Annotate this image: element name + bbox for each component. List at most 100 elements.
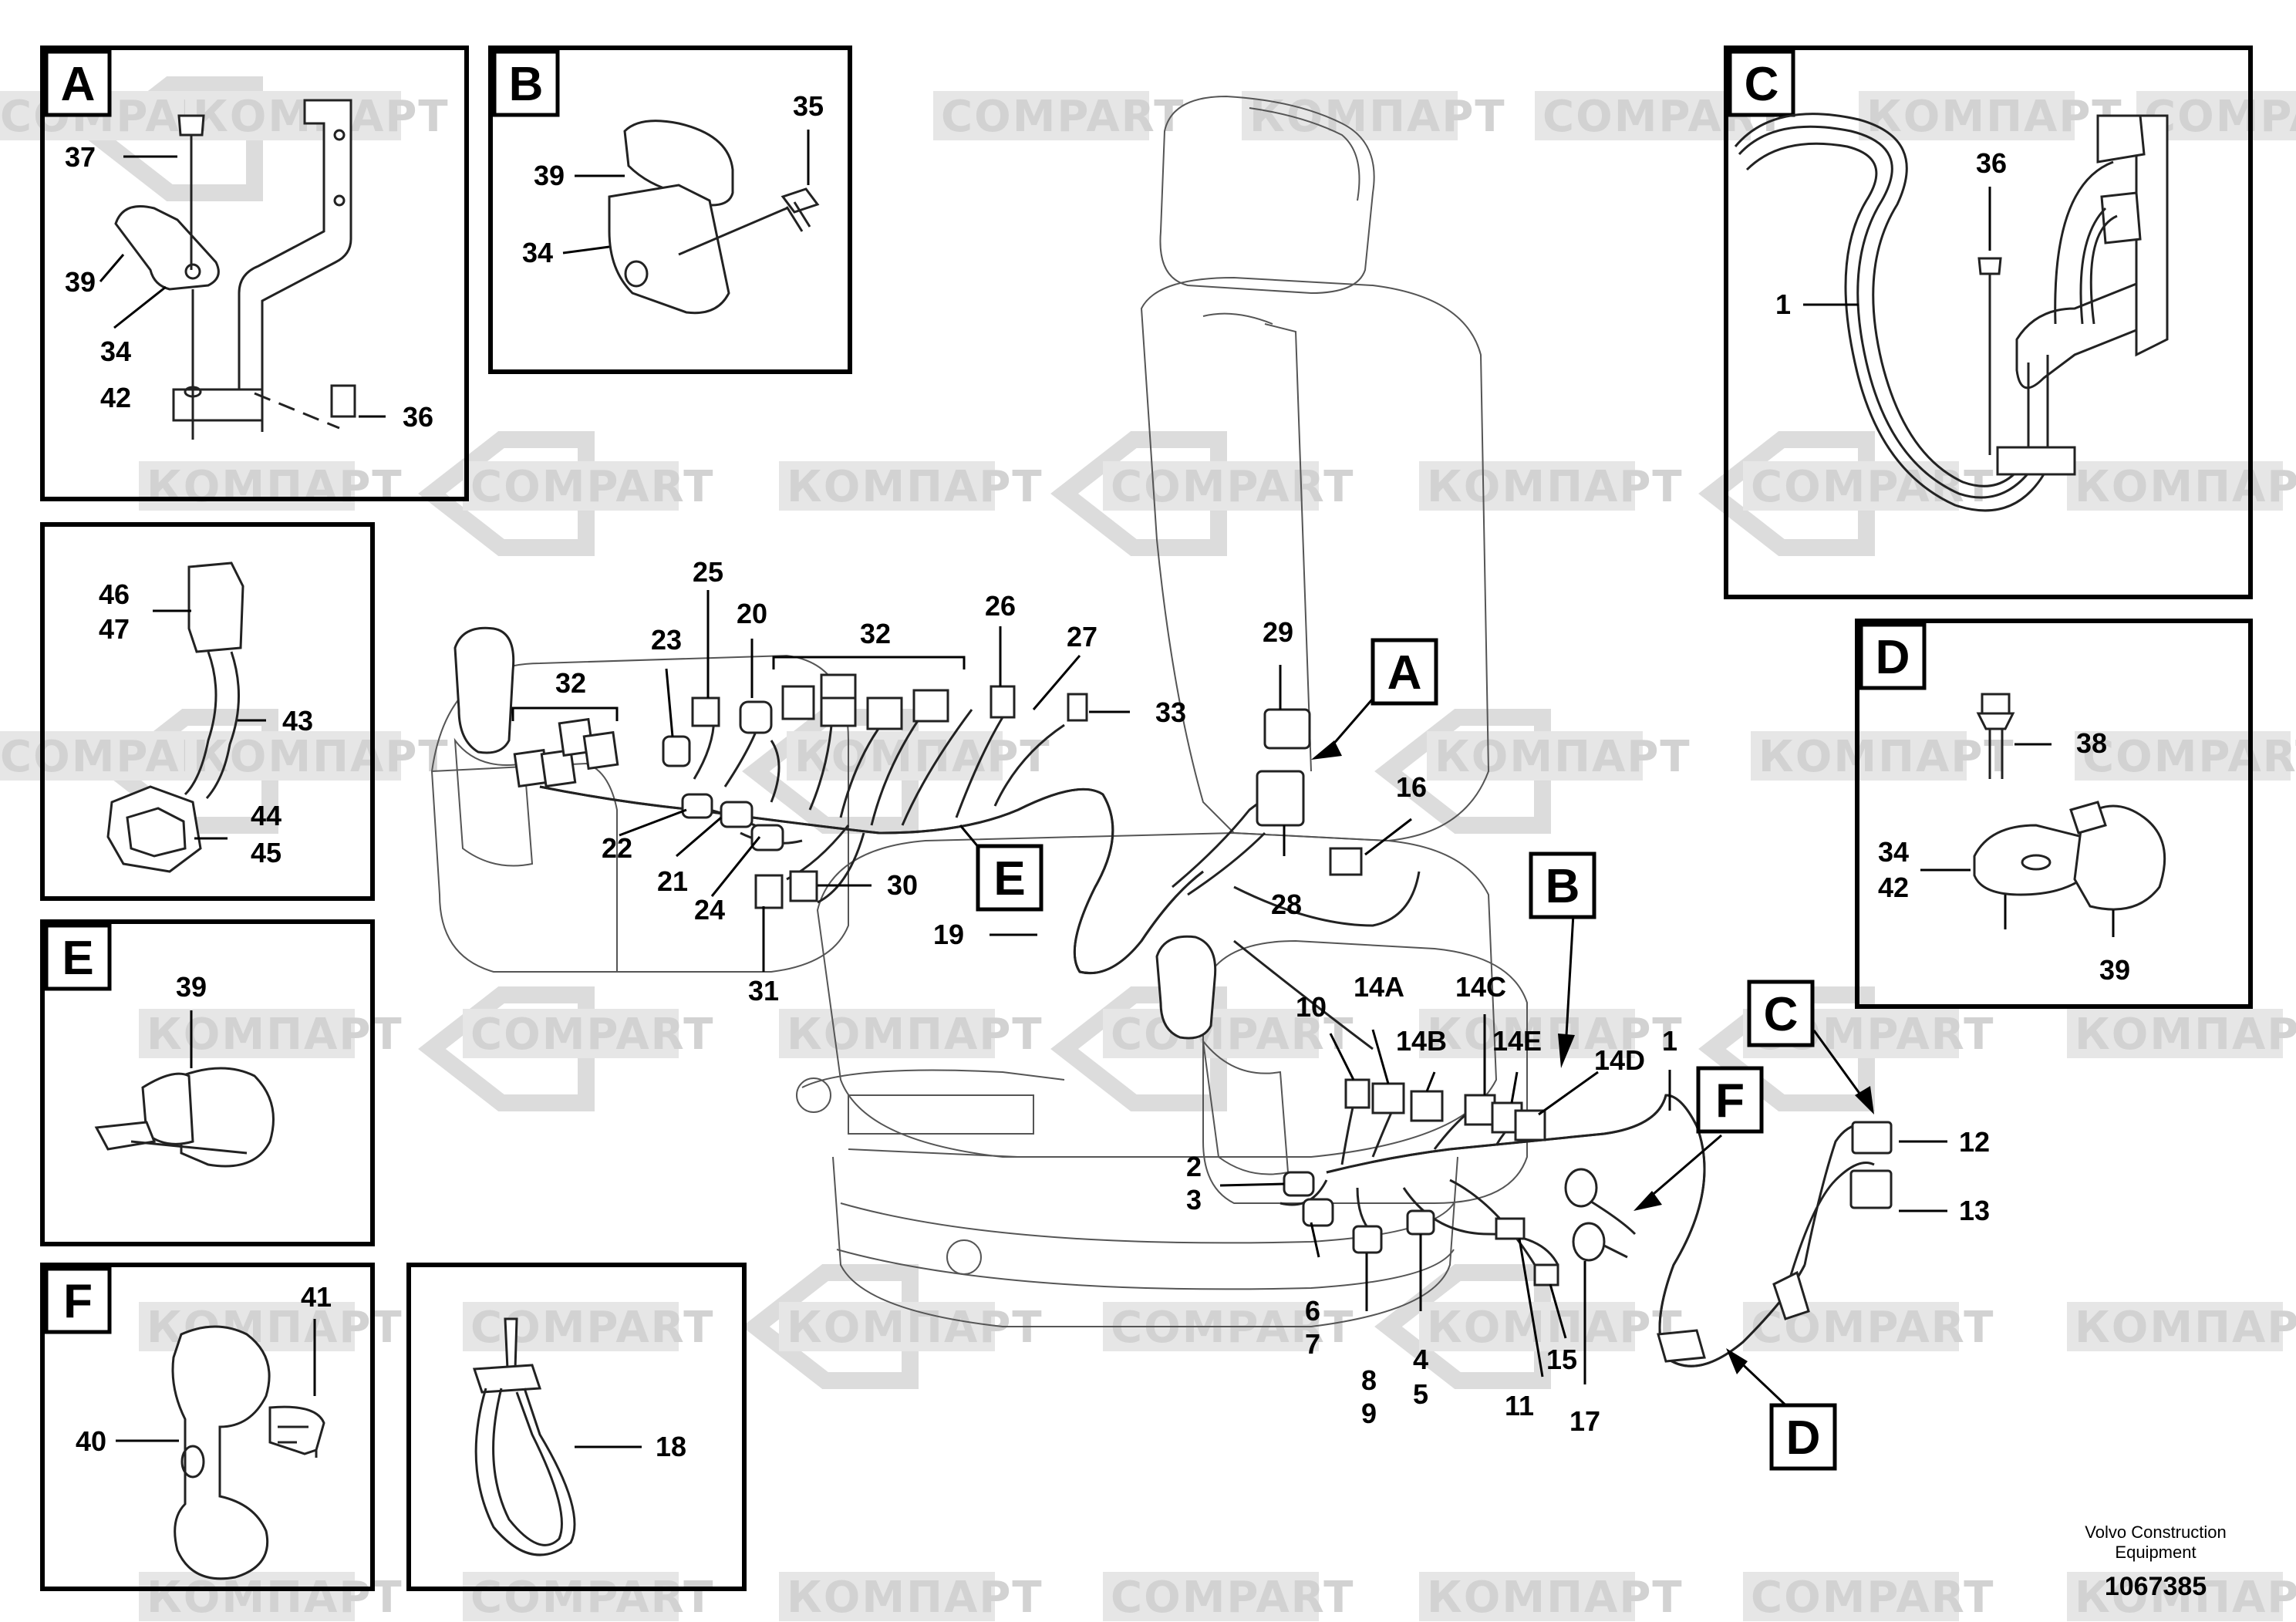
label-42: 42 <box>100 382 131 413</box>
drawing-number: 1067385 <box>2105 1572 2207 1601</box>
credit-line-1: Volvo Construction <box>2085 1523 2226 1542</box>
panel-e-tag: E <box>62 932 93 985</box>
watermark-text: COMPART <box>1751 462 1994 512</box>
watermark-band <box>779 1572 995 1621</box>
watermark-band <box>139 1009 355 1058</box>
label-30: 30 <box>887 869 918 901</box>
callout-f-box <box>1696 1066 1764 1134</box>
watermark-text: COMPART <box>1111 1573 1354 1622</box>
panel-c-harness-drawing <box>1734 113 2169 512</box>
label-14C: 14C <box>1455 971 1506 1003</box>
watermark-text: КОМПАРТ <box>2075 1303 2296 1353</box>
label-6: 6 <box>1305 1295 1320 1327</box>
panel-connector: 46 47 43 44 45 <box>40 522 375 901</box>
label-13: 13 <box>1959 1195 1990 1226</box>
watermark-band <box>1743 1572 1959 1621</box>
watermark-text: COMPART <box>1751 1573 1994 1622</box>
label-36: 36 <box>1976 147 2007 179</box>
watermark-text: COMPART <box>941 92 1185 142</box>
label-14E: 14E <box>1492 1025 1542 1057</box>
panel-f-tag: F <box>63 1275 93 1328</box>
callout-e-box <box>976 844 1043 912</box>
label-38: 38 <box>2076 727 2107 759</box>
main-seat-drawing <box>430 95 1528 1327</box>
label-4: 4 <box>1413 1344 1428 1375</box>
panel-e: E 39 <box>40 919 375 1246</box>
panel-c-tag: C <box>1745 58 1779 111</box>
watermark-band <box>779 461 995 511</box>
watermark-layer: COMPART КОМПАРТ COMPART КОМПАРТ COMPART КОМПА… <box>0 76 2296 1622</box>
watermark-text: КОМПАРТ <box>147 462 403 512</box>
callout-f: F <box>1715 1074 1745 1128</box>
label-19: 19 <box>933 919 964 950</box>
panel-d-clip-drawing <box>1973 693 2166 911</box>
panel-c: C 36 1 <box>1724 46 2253 599</box>
watermark-text: КОМПАРТ <box>794 732 1051 782</box>
watermark-text: КОМПАРТ <box>1427 1573 1684 1622</box>
watermark-band <box>1242 91 1458 140</box>
watermark-text: КОМПАРТ <box>147 1010 403 1060</box>
callout-c: C <box>1764 988 1799 1041</box>
watermark-text: КОМПАРТ <box>787 1573 1043 1622</box>
watermark-text: COMPART <box>2144 92 2296 142</box>
credit-block: Volvo Construction Equipment 1067385 <box>2085 1523 2226 1601</box>
label-44: 44 <box>251 800 282 831</box>
label-14A: 14A <box>1354 971 1404 1003</box>
watermark-band <box>1103 1572 1319 1621</box>
watermark-text: КОМПАРТ <box>1427 462 1684 512</box>
watermark-band <box>2067 461 2283 511</box>
watermark-text: COMPART <box>1111 462 1354 512</box>
label-7: 7 <box>1305 1328 1320 1360</box>
watermark-band <box>779 1302 995 1351</box>
watermark-text: КОМПАРТ <box>1435 732 1691 782</box>
watermark-band <box>1419 1572 1635 1621</box>
label-35: 35 <box>793 90 824 122</box>
label-39: 39 <box>2099 954 2130 986</box>
callout-a: A <box>1387 646 1422 700</box>
panel-a-tag: A <box>61 58 96 111</box>
label-42: 42 <box>1878 872 1909 903</box>
watermark-band <box>463 1572 679 1621</box>
label-32-left: 32 <box>555 667 586 699</box>
watermark-band <box>2067 1302 2283 1351</box>
panel-b-tag-box <box>492 49 560 117</box>
label-34: 34 <box>1878 836 1909 868</box>
label-39: 39 <box>65 266 96 298</box>
watermark-text: КОМПАРТ <box>1427 1303 1684 1353</box>
label-2: 2 <box>1186 1151 1202 1182</box>
main-callout-tags: A B C D E F <box>976 638 1837 1471</box>
panel-b-tag: B <box>509 58 544 111</box>
panel-a: A 37 39 34 42 36 <box>40 46 469 501</box>
watermark-band <box>139 1572 355 1621</box>
watermark-band <box>1859 91 2075 140</box>
watermark-text: COMPART <box>1111 1010 1354 1060</box>
watermark-text: COMPART <box>1111 1303 1354 1353</box>
watermark-band <box>2067 1009 2283 1058</box>
watermark-band <box>779 1009 995 1058</box>
panel-a-tag-box <box>44 49 112 117</box>
watermark-text: КОМПАРТ <box>1427 1010 1684 1060</box>
label-34: 34 <box>522 237 553 268</box>
panel-f-clamp-drawing <box>171 1325 325 1580</box>
watermark-text: COMPART <box>470 462 714 512</box>
panel-e-strap-drawing <box>94 1067 275 1168</box>
credit-line-2: Equipment <box>2115 1543 2196 1562</box>
label-9: 9 <box>1361 1398 1377 1429</box>
main-leader-lines <box>619 590 1947 1415</box>
label-14B: 14B <box>1396 1025 1447 1057</box>
panel-c-tag-box <box>1728 49 1795 117</box>
watermark-band <box>1419 1302 1635 1351</box>
watermark-band <box>2075 731 2291 781</box>
label-39: 39 <box>176 971 207 1003</box>
watermark-band <box>139 461 355 511</box>
label-27: 27 <box>1067 621 1097 653</box>
label-22: 22 <box>602 832 632 864</box>
label-12: 12 <box>1959 1126 1990 1158</box>
label-29: 29 <box>1263 616 1293 648</box>
callout-d-box <box>1769 1403 1837 1471</box>
callout-a-box <box>1371 638 1438 706</box>
main-harness-drawing <box>513 673 1893 1367</box>
watermark-text: КОМПАРТ <box>1758 732 2015 782</box>
label-8: 8 <box>1361 1364 1377 1396</box>
panel-cable-tie: 18 <box>406 1263 747 1591</box>
